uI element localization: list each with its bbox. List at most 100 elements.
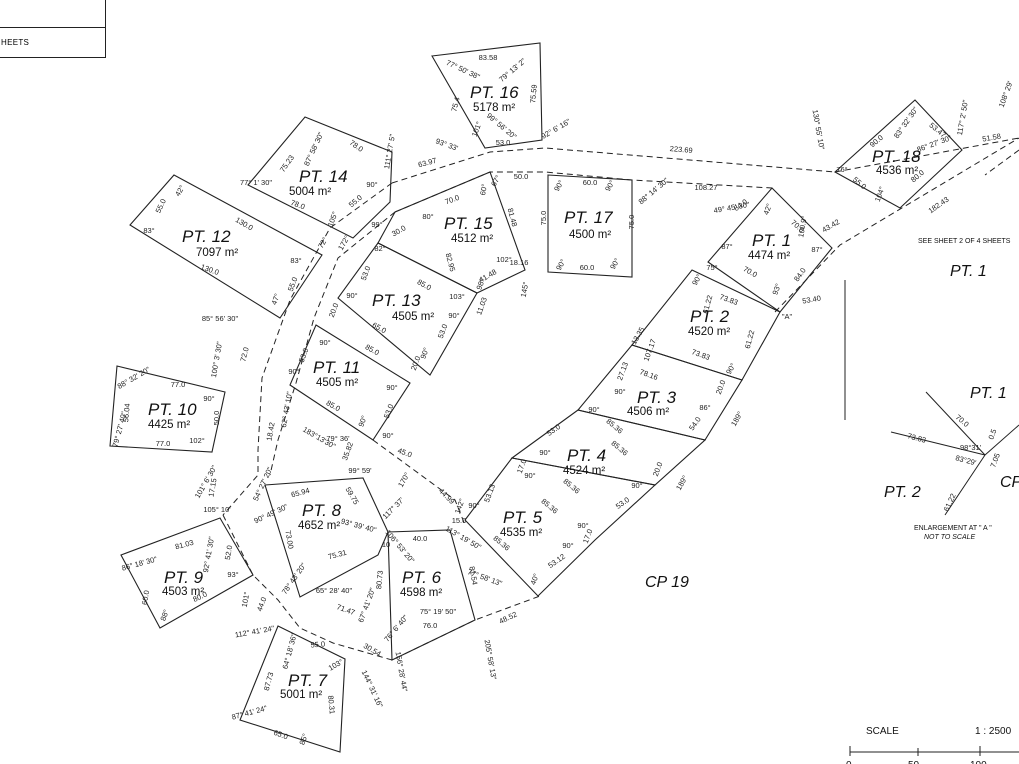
pt1-dimension-9: 49° 45' 30": [713, 200, 751, 215]
lot-pt12-area: 7097 m²: [196, 247, 238, 259]
lot-pt8: [264, 477, 389, 598]
pt9-dimension-1: 52.0: [223, 545, 234, 561]
scale-tick-label-100: 100: [970, 760, 987, 764]
pt15-dimension-8: 18.16: [510, 258, 529, 267]
pt6-dimension-8: 67° 41' 20": [356, 586, 377, 623]
scale-tick-label-0: 0: [846, 760, 852, 764]
pt1-dimension-4: 87°: [811, 245, 822, 254]
pt17-dimension-4: 75.0: [627, 215, 636, 230]
road-dimension-10: 79° 36': [326, 434, 350, 443]
inset-dim-2: 73.83: [906, 431, 926, 445]
lot-pt7: [239, 625, 346, 753]
road-outer-top: [391, 147, 836, 184]
pt11-dimension-4: 85.0: [325, 398, 342, 413]
pt18-dimension-12: 108° 29': [997, 79, 1015, 108]
pt10-dimension-0: 77.0: [171, 380, 186, 389]
pt2-dimension-6: 90°: [724, 362, 737, 376]
lot-pt6-area: 4598 m²: [400, 587, 442, 599]
road-dimension-19: 71.47: [335, 602, 356, 617]
lot-pt2-area: 4520 m²: [688, 326, 730, 338]
pt12-dimension-3: 83°: [143, 226, 154, 235]
road-dimension-4: 53.40: [802, 293, 822, 305]
pt17-dimension-0: 60.0: [583, 178, 598, 187]
pt17-dimension-2: 90°: [603, 179, 616, 193]
inset-pt2-label: PT. 2: [884, 484, 921, 501]
pt9-dimension-9: 101°: [240, 591, 252, 608]
pt16-dimension-0: 83.58: [479, 53, 498, 62]
inset-pt1-label: PT. 1: [970, 385, 1007, 402]
pt3-dimension-6: 86°: [699, 403, 710, 412]
lot-pt6-name: PT. 6: [402, 568, 442, 587]
pt14-dimension-1: 87° 58' 30": [302, 130, 326, 167]
lot-pt2-name: PT. 2: [690, 307, 730, 326]
road-dimension-21: 144° 31' 16": [360, 669, 385, 710]
pt16-dimension-6: 99° 56' 20": [485, 111, 519, 141]
pt18-dimension-11: 182.43: [927, 195, 951, 216]
pt13-dimension-10: 99°: [371, 220, 382, 229]
pt9-dimension-0: 81.03: [174, 538, 194, 552]
pt12-dimension-1: 42°: [173, 184, 186, 198]
pt3-dimension-0: 78.16: [638, 367, 659, 382]
pt15-dimension-4: 82.95: [444, 252, 458, 272]
lot-pt10-area: 4425 m²: [148, 419, 190, 431]
legend-box: HEETS: [0, 0, 106, 58]
pt17-dimension-7: 90°: [608, 257, 621, 271]
road-dimension-27: 17.15: [206, 478, 218, 498]
pt11-dimension-0: 53.0: [297, 347, 310, 364]
pt1-main-label: PT. 1: [950, 263, 987, 280]
pt16-dimension-1: 77° 50' 38": [445, 58, 482, 82]
pt14-dimension-7: 105°: [326, 210, 340, 228]
inset-dim-1: 70.0: [954, 413, 971, 429]
pt6-dimension-7: 65° 28' 40": [316, 586, 353, 595]
pt2-dimension-2: 61.22: [743, 329, 757, 349]
pt6-dimension-4: 76.0: [423, 621, 438, 630]
pt15-dimension-6: 102°: [496, 255, 512, 264]
road-dimension-15: 44.99: [437, 486, 457, 506]
lot-labels: PT. 1 4474 m² PT. 2 4520 m² PT. 3 4506 m…: [148, 83, 921, 701]
lot-pt11-area: 4505 m²: [316, 377, 358, 389]
pt5-dimension-8: 40°: [528, 572, 540, 586]
scale-tick-label-50: 50: [908, 760, 920, 764]
inset-line-4: [984, 424, 1019, 456]
lot-boundaries: [109, 42, 963, 753]
inset-dim-3: 98°31': [960, 443, 982, 452]
pt13-dimension-5: 103°: [449, 292, 465, 301]
pt8-dimension-7: 99° 59': [348, 466, 372, 475]
pt4-dimension-4: 85.36: [562, 477, 582, 496]
inset-dim-6: 0.5: [986, 428, 998, 441]
inset-dim-4: 83°29': [954, 453, 977, 467]
lot-pt4-area: 4524 m²: [563, 465, 605, 477]
lot-pt14-area: 5004 m²: [289, 186, 331, 198]
pt9-dimension-6: 93°: [227, 570, 238, 579]
lot-pt5-area: 4535 m²: [500, 527, 542, 539]
pt16-dimension-7: 53.0: [496, 138, 511, 147]
pt13-dimension-9: 90°: [418, 346, 430, 360]
pt11-dimension-2: 85.0: [364, 342, 381, 357]
pt8-dimension-1: 59.75: [344, 485, 361, 506]
pt11-dimension-3: 90°: [288, 367, 299, 376]
pt8-dimension-0: 65.94: [290, 486, 310, 500]
pt15-dimension-11: 11.03: [474, 296, 489, 316]
inset-line-1: [925, 391, 986, 456]
pt3-dimension-7: 13.35: [629, 325, 646, 346]
lot-pt3-area: 4506 m²: [627, 406, 669, 418]
pt8-dimension-9: 54° 27' 20": [251, 465, 275, 502]
plan-labels: CP 19 SEE SHEET 2 OF 4 SHEETS PT. 1 PT. …: [645, 238, 1019, 764]
pt16-dimension-9: 92° 6' 16": [540, 117, 573, 141]
pt13-dimension-1: 82°: [374, 244, 385, 253]
pt12-dimension-7: 47°: [269, 292, 281, 306]
lot-pt12: [129, 174, 323, 319]
pt4-dimension-8: 90°: [524, 471, 535, 480]
road-dimension-17: 15.0: [452, 516, 467, 525]
pt5-dimension-11: 48.52: [498, 610, 519, 626]
pt3-dimension-9: 27.13: [615, 361, 630, 382]
cp19-label: CP 19: [645, 574, 689, 591]
pt8-dimension-3: 75.31: [327, 548, 347, 562]
pt14-dimension-4: 78.0: [289, 198, 306, 211]
pt11-dimension-5: 90°: [386, 383, 397, 392]
pt5-dimension-7: 90°: [468, 501, 479, 510]
pt6-dimension-6: 76° 6' 40": [382, 613, 410, 644]
pt6-dimension-3: 81.54: [467, 566, 479, 586]
pt3-dimension-2: 54.0: [687, 415, 703, 432]
